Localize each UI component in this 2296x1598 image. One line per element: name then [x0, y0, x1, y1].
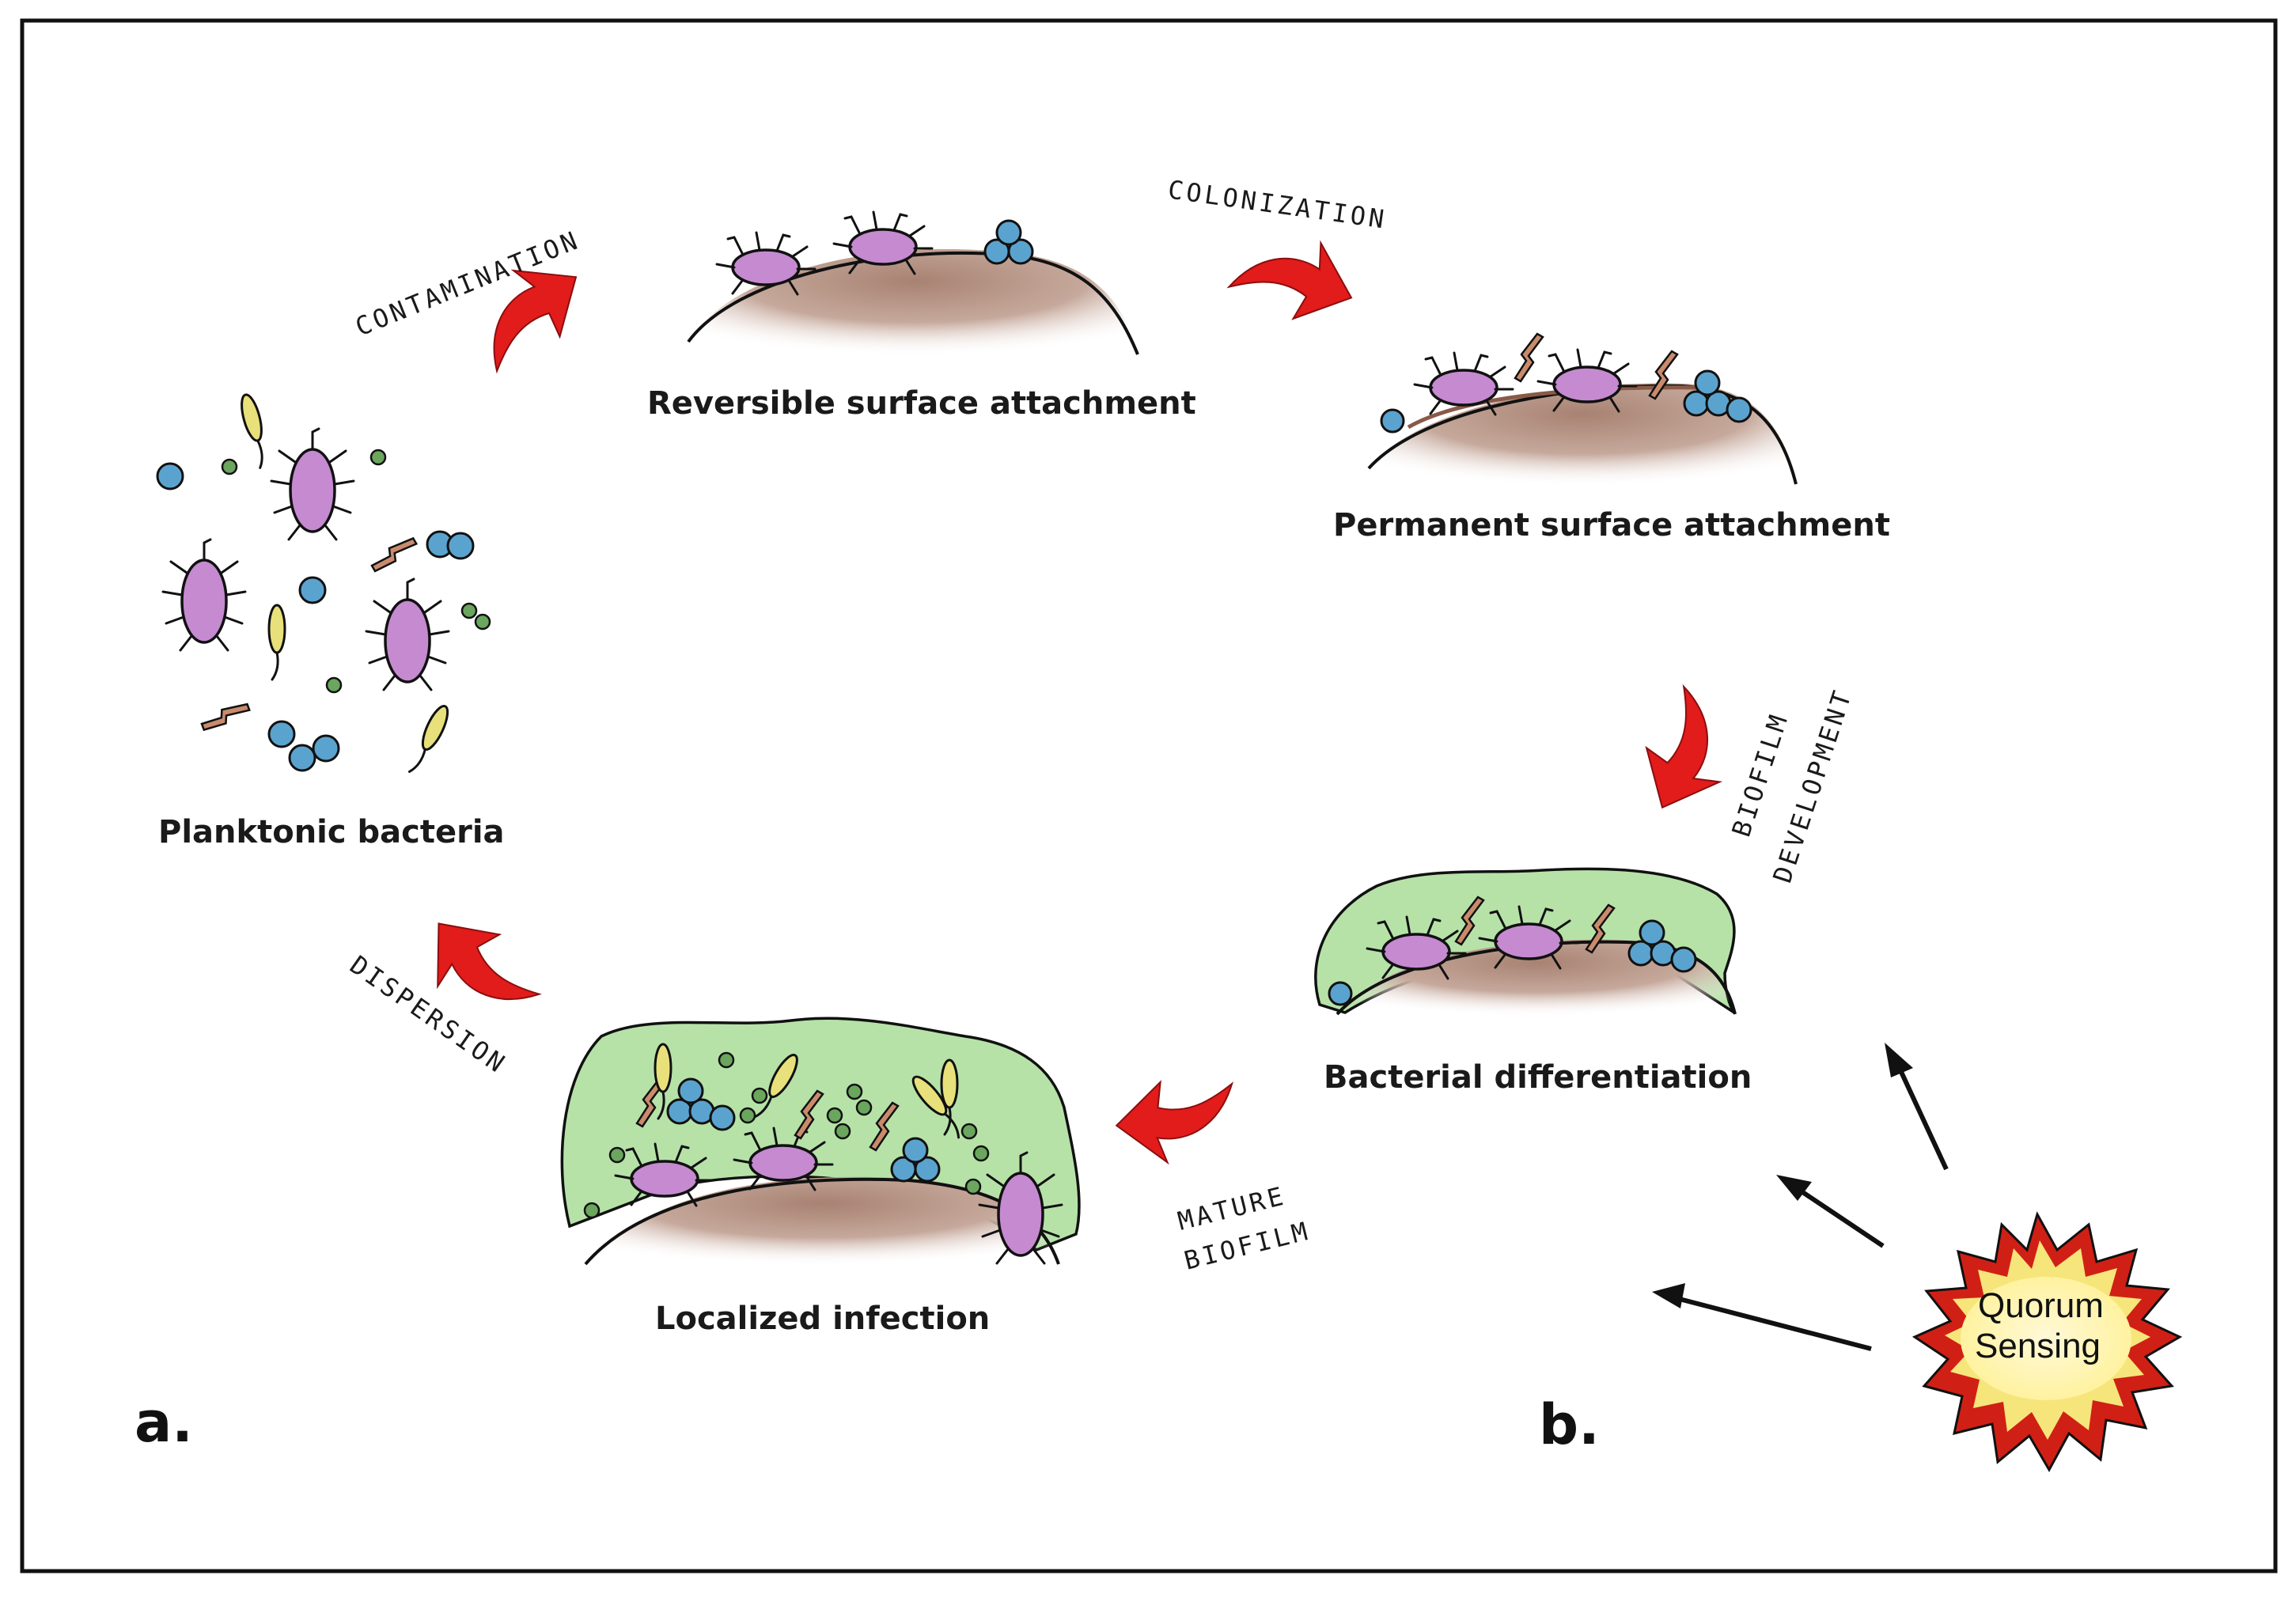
localized-infection-illustration — [560, 1017, 1081, 1266]
panel-label-a: a. — [135, 1390, 193, 1455]
permanent-attachment-illustration — [1367, 332, 1798, 487]
label-reversible-attachment: Reversible surface attachment — [647, 385, 1196, 422]
quorum-sensing-line2: Sensing — [1975, 1327, 2101, 1365]
quorum-sensing-arrows — [1652, 1043, 1949, 1351]
bacterial-differentiation-illustration — [1314, 867, 1737, 1017]
panel-label-b: b. — [1539, 1392, 1600, 1457]
label-planktonic-bacteria: Planktonic bacteria — [158, 814, 505, 850]
figure-border — [20, 18, 2278, 1573]
reversible-attachment-illustration — [687, 210, 1139, 356]
planktonic-bacteria-cluster — [156, 391, 491, 778]
quorum-sensing-burst — [1911, 1211, 2183, 1473]
label-bacterial-differentiation: Bacterial differentiation — [1324, 1059, 1752, 1096]
label-colonization: COLONIZATION — [1166, 174, 1389, 234]
quorum-sensing-line1: Quorum — [1978, 1286, 2104, 1325]
arrow-biofilm-development — [1625, 682, 1751, 826]
label-permanent-attachment: Permanent surface attachment — [1333, 507, 1890, 543]
arrow-mature-biofilm — [1112, 1074, 1240, 1168]
label-biofilm-development-line1: BIOFILM — [1726, 709, 1794, 841]
arrow-colonization — [1225, 218, 1366, 336]
label-localized-infection: Localized infection — [655, 1301, 990, 1337]
